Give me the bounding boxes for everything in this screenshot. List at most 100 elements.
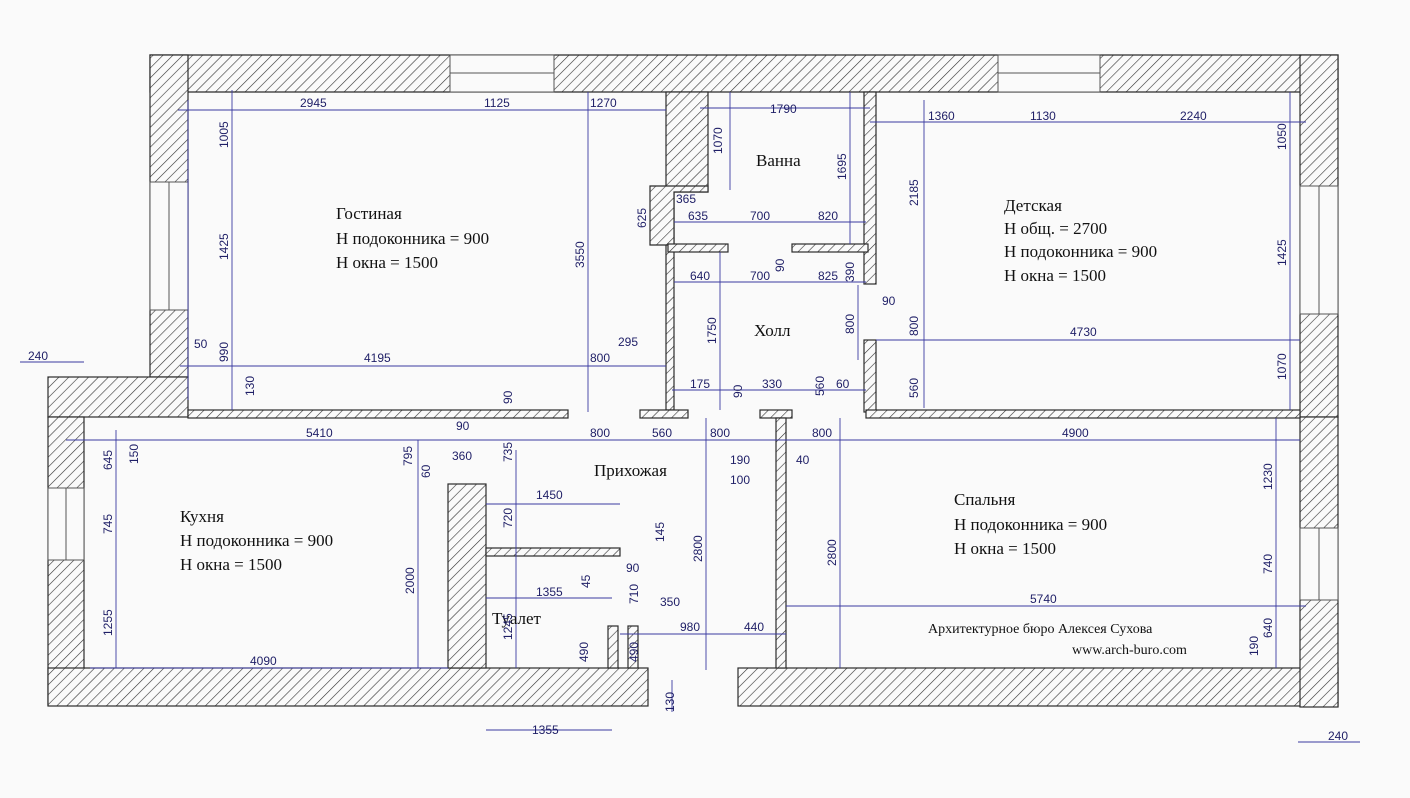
dim-toilet-misc-2: 90 — [626, 561, 640, 575]
dim-bath-bottom-2: 700 — [750, 209, 770, 223]
dim-toilet-misc-10: 490 — [577, 642, 591, 662]
dim-hall-top-4: 825 — [818, 269, 838, 283]
credit-website: www.arch-buro.com — [1072, 643, 1187, 658]
dim-living-top-1: 2945 — [300, 96, 327, 110]
dim-corridor-2: 800 — [590, 426, 610, 440]
dim-bath-right-h: 1695 — [835, 153, 849, 180]
kitchen-room-sill-height: Н подоконника = 900 — [180, 531, 333, 550]
dim-left-240: 240 — [28, 349, 48, 363]
dim-toilet-misc-5: 1355 — [536, 585, 563, 599]
dim-hall-top-5: 390 — [843, 262, 857, 282]
dim-kitchen-misc-5: 795 — [401, 446, 415, 466]
dim-right-240: 240 — [1328, 729, 1348, 743]
dim-kitchen-misc-4: 60 — [419, 464, 433, 478]
dim-living-width: 4195 — [364, 351, 391, 365]
dim-hall-right-2: 90 — [882, 294, 896, 308]
dim-children-misc-1: 800 — [907, 316, 921, 336]
dim-living-top-2: 1125 — [484, 96, 510, 110]
dimension-lines — [20, 90, 1360, 743]
dim-hall-bottom-2: 90 — [731, 384, 745, 398]
room-labels: Гостиная Н подоконника = 900 Н окна = 15… — [180, 151, 1157, 628]
dim-living-height: 3550 — [573, 241, 587, 268]
dim-living-misc-2: 130 — [243, 376, 257, 396]
dim-entrance-misc-4: 190 — [730, 453, 750, 467]
dim-entrance-misc-7: 2800 — [691, 535, 705, 562]
left-step-wall — [47, 376, 189, 418]
dim-toilet-misc-4: 710 — [627, 584, 641, 604]
dim-entrance-misc-3: 720 — [501, 508, 515, 528]
dim-hall-bottom-3: 330 — [762, 377, 782, 391]
dim-bedroom-right-1: 1230 — [1261, 463, 1275, 490]
children-bottom-wall — [865, 409, 1301, 419]
dim-entrance-misc-6: 40 — [796, 453, 810, 467]
living-room-window-height: Н окна = 1500 — [336, 253, 438, 272]
hall-bottom-mid — [759, 409, 793, 419]
hall-right-wall — [863, 339, 877, 413]
living-room-name: Гостиная — [336, 204, 402, 223]
dim-living-left-1: 1005 — [217, 121, 231, 148]
dim-living-misc-3: 295 — [618, 335, 638, 349]
dim-bath-bottom-3: 820 — [818, 209, 838, 223]
dim-toilet-misc-6: 1245 — [501, 613, 515, 640]
bath-left-wall — [665, 91, 709, 193]
entrance-room-name: Прихожая — [594, 461, 667, 480]
toilet-top-wall — [485, 547, 621, 557]
dim-bedroom-right-2: 740 — [1261, 554, 1275, 574]
dim-bedroom-right-3: 640 — [1261, 618, 1275, 638]
dim-corridor-5: 800 — [812, 426, 832, 440]
dim-kitchen-left-2: 745 — [101, 514, 115, 534]
dim-bath-width: 1790 — [770, 102, 797, 116]
dim-kitchen-height: 2000 — [403, 567, 417, 594]
dim-living-top-3: 1270 — [590, 96, 617, 110]
toilet-room-name: Туалет — [492, 609, 542, 628]
children-room-window-height: Н окна = 1500 — [1004, 266, 1106, 285]
dim-hall-bottom-1: 175 — [690, 377, 710, 391]
dim-children-right-3: 1070 — [1275, 353, 1289, 380]
dim-entrance-misc-2: 1450 — [536, 488, 563, 502]
kitchen-room-name: Кухня — [180, 507, 224, 526]
dim-kitchen-left-1: 645 — [101, 450, 115, 470]
credit: Архитектурное бюро Алексея Сухова www.ar… — [928, 622, 1187, 658]
bedroom-room-name: Спальня — [954, 490, 1015, 509]
dim-hall-right-1: 800 — [843, 314, 857, 334]
hall-room-name: Холл — [754, 321, 791, 340]
entrance-right-wall — [775, 417, 787, 669]
dimension-texts: 2945 1125 1270 1005 1425 990 3550 4195 5… — [28, 96, 1348, 743]
bedroom-room-window-height: Н окна = 1500 — [954, 539, 1056, 558]
windows — [47, 54, 1339, 601]
dim-bedroom-height: 2800 — [825, 539, 839, 566]
dim-hall-height: 1750 — [705, 317, 719, 344]
children-room-sill-height: Н подоконника = 900 — [1004, 242, 1157, 261]
dim-hall-bottom-5: 60 — [836, 377, 850, 391]
dim-bath-small-2: 625 — [635, 208, 649, 228]
dim-kitchen-misc-2: 90 — [456, 419, 470, 433]
bath-step — [649, 185, 709, 246]
bedroom-room-sill-height: Н подоконника = 900 — [954, 515, 1107, 534]
dim-living-left-2: 1425 — [217, 233, 231, 260]
dim-corridor-4: 800 — [710, 426, 730, 440]
bath-right-wall — [863, 91, 877, 285]
hall-bottom-left — [639, 409, 689, 419]
dim-living-misc-1: 50 — [194, 337, 208, 351]
kitchen-left-wall — [47, 416, 85, 706]
toilet-right-wall-2 — [627, 625, 639, 669]
dim-children-top-3: 2240 — [1180, 109, 1207, 123]
dim-hall-top-3: 90 — [773, 258, 787, 272]
dim-entrance-misc-5: 100 — [730, 473, 750, 487]
dim-toilet-misc-1: 145 — [653, 522, 667, 542]
dim-toilet-misc-8: 980 — [680, 620, 700, 634]
dim-toilet-misc-9: 440 — [744, 620, 764, 634]
dim-bedroom-right-4: 190 — [1247, 636, 1261, 656]
bath-room-name: Ванна — [756, 151, 801, 170]
dim-children-top-2: 1130 — [1030, 109, 1056, 123]
children-room-name: Детская — [1004, 196, 1062, 215]
dim-kitchen-misc-3: 360 — [452, 449, 472, 463]
dim-kitchen-misc-1: 150 — [127, 444, 141, 464]
dim-bedroom-width: 5740 — [1030, 592, 1057, 606]
kitchen-room-window-height: Н окна = 1500 — [180, 555, 282, 574]
dim-toilet-misc-11: 490 — [627, 642, 641, 662]
dim-corridor-6: 4900 — [1062, 426, 1089, 440]
living-bottom-wall — [187, 409, 569, 419]
dim-kitchen-left-3: 1255 — [101, 609, 115, 636]
